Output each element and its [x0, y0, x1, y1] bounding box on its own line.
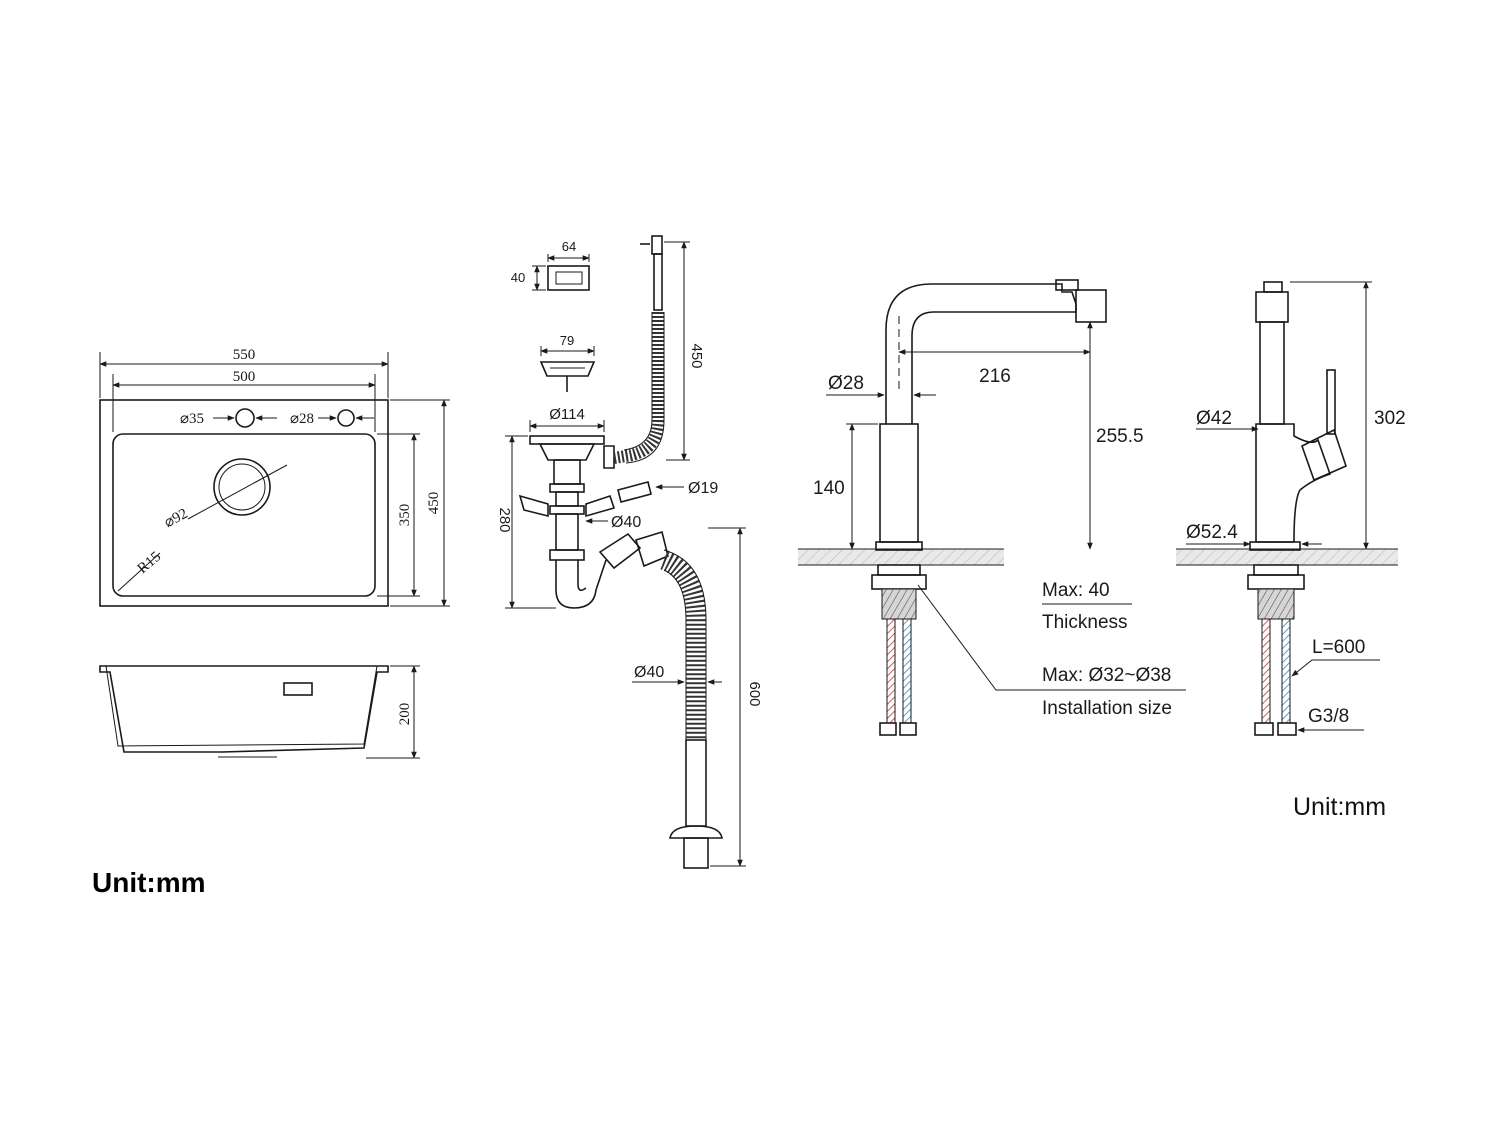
dim-thread: G3/8 [1308, 706, 1349, 727]
overflow-cover: 64 40 [511, 239, 590, 291]
dim-drain: ⌀92 [162, 506, 191, 531]
connector: Ø19 [617, 480, 718, 503]
dim-spout-diameter: Ø28 [828, 373, 864, 394]
dim-body-height: 140 [813, 478, 845, 499]
note-install-label: Installation size [1042, 698, 1172, 719]
drain-hose: 600 Ø40 [598, 527, 763, 869]
dim-total-height: 302 [1374, 408, 1406, 429]
faucet-hole-right [337, 409, 355, 427]
drain-body: Ø114 280 Ø40 [496, 406, 641, 609]
unit-label-left: Unit:mm [92, 867, 206, 898]
dim-overall-depth: 450 [426, 492, 442, 515]
dim-connector: Ø19 [688, 480, 718, 497]
dim-hole-right: ⌀28 [290, 411, 314, 427]
overflow-hose: 450 [613, 235, 705, 464]
dim-drain-hose-length: 600 [746, 681, 763, 706]
dim-overflow-hose: 450 [688, 343, 705, 368]
dim-trap-height: 280 [496, 507, 513, 532]
sink-side-view: 200 [99, 665, 420, 759]
sink-top-view: 550 500 ⌀35 ⌀28 ⌀92 R15 350 450 [99, 347, 450, 607]
dim-base-diameter: Ø52.4 [1186, 522, 1238, 543]
drain-hole [187, 458, 288, 520]
dim-flange: Ø114 [549, 406, 585, 423]
dim-overflow-width: 64 [562, 239, 576, 254]
basket-strainer: 79 [539, 333, 596, 392]
dim-sink-height: 200 [397, 703, 413, 726]
dim-overall-width: 550 [233, 347, 256, 363]
dim-trap-pipe: Ø40 [611, 514, 641, 531]
faucet-side-view: Ø42 302 Ø52.4 L=600 G3/8 [1176, 281, 1406, 736]
note-max-install: Max: Ø32~Ø38 [1042, 665, 1171, 686]
unit-label-right: Unit:mm [1293, 793, 1386, 821]
faucet-front-view: Ø28 216 255.5 140 Max: 40 Thickness Max:… [798, 279, 1186, 736]
dim-drain-hose: Ø40 [634, 664, 664, 681]
dim-bowl-width: 500 [233, 369, 256, 385]
faucet-hole-left [235, 408, 255, 428]
note-max-thickness: Max: 40 [1042, 580, 1110, 601]
dim-hole-left: ⌀35 [180, 411, 204, 427]
dim-body-diameter: Ø42 [1196, 408, 1232, 429]
dim-overflow-height: 40 [511, 270, 525, 285]
dim-hose-length: L=600 [1312, 637, 1365, 658]
drain-kit: 64 40 79 [496, 235, 763, 869]
dim-bowl-depth: 350 [397, 504, 413, 527]
note-thickness-label: Thickness [1042, 612, 1128, 633]
dim-height: 255.5 [1096, 426, 1144, 447]
dim-reach: 216 [979, 366, 1011, 387]
dim-basket: 79 [560, 333, 574, 348]
